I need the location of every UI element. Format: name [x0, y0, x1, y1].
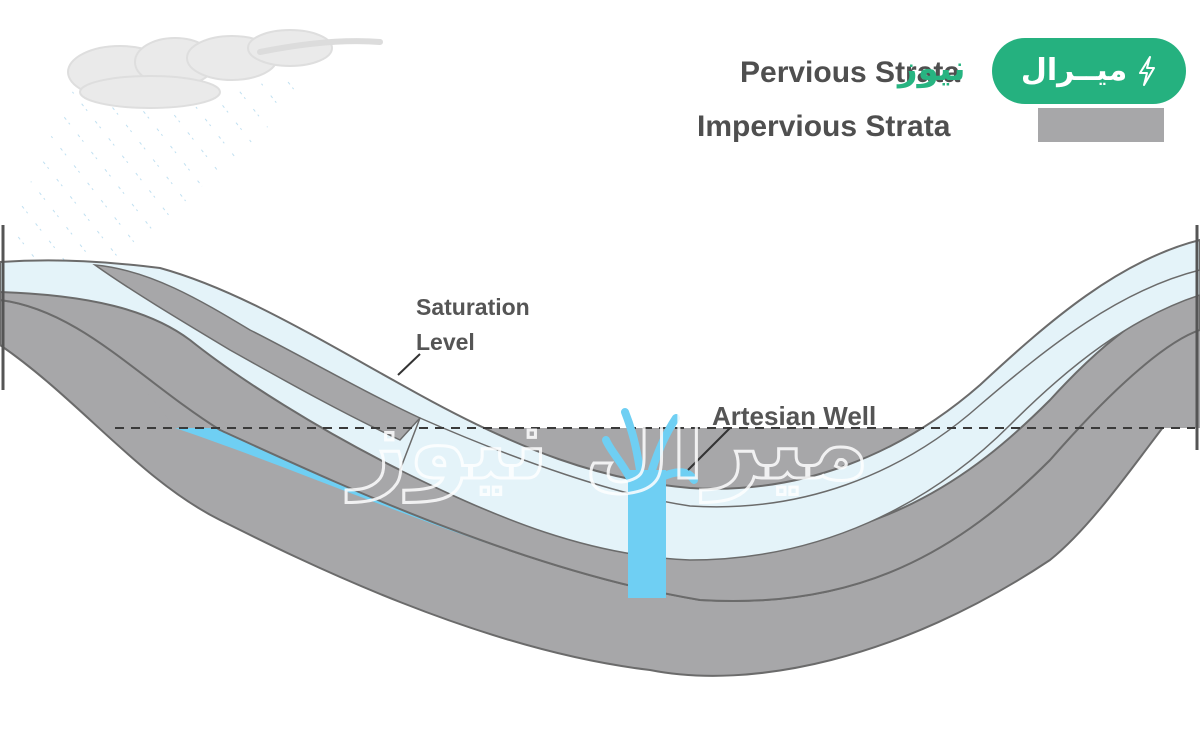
artesian-well-label: Artesian Well [712, 401, 876, 431]
legend-impervious-swatch [1038, 108, 1164, 142]
watermark-center: ميرال نيوز [345, 385, 869, 503]
brand-news-text: نيوز [898, 49, 966, 89]
brand-pill: ميــرال [992, 38, 1186, 104]
brand-logo: نيوز ميــرال [898, 38, 1186, 104]
artesian-well [602, 408, 698, 598]
cloud-icon [67, 29, 383, 109]
legend: Pervious Strata Impervious Strata [697, 56, 1164, 143]
artesian-pointer [687, 427, 731, 471]
legend-pervious-label: Pervious Strata [740, 56, 960, 89]
legend-impervious-label: Impervious Strata [697, 110, 951, 143]
bolt-icon [1139, 56, 1156, 86]
saturation-label-line1: Saturation [416, 294, 530, 320]
saturation-label-line2: Level [416, 329, 475, 355]
saturation-pointer [397, 353, 421, 376]
rain-icon [10, 80, 320, 260]
brand-name-text: ميــرال [1020, 53, 1128, 88]
